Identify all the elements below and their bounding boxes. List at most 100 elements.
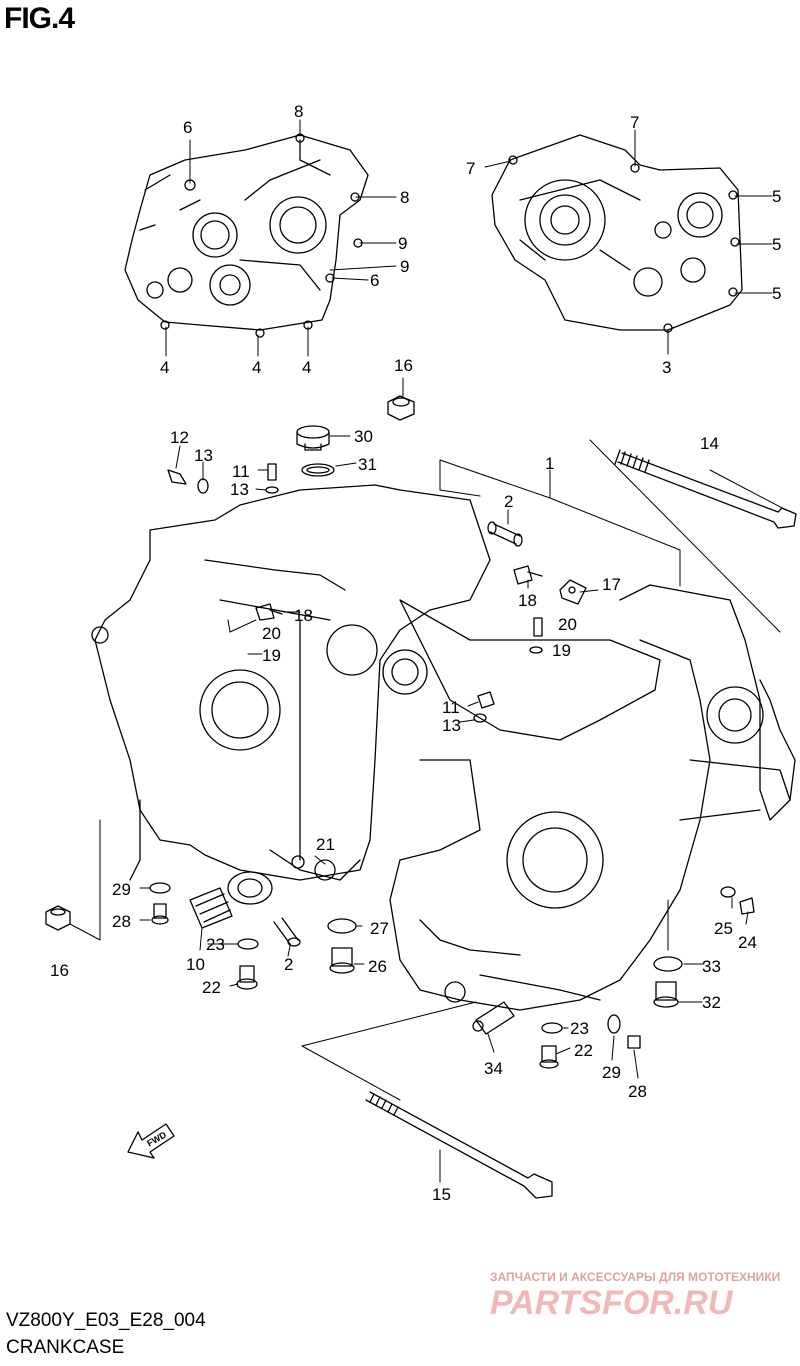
washer-25	[720, 886, 736, 898]
callout-4: 4	[160, 358, 169, 377]
callout-8: 8	[294, 102, 303, 121]
callout-1: 1	[545, 454, 554, 473]
callout-15: 15	[432, 1185, 451, 1204]
watermark-logo: PARTSFOR.RU	[490, 1284, 734, 1320]
callout-9: 9	[398, 234, 407, 253]
watermark-tagline: ЗАПЧАСТИ И АКСЕССУАРЫ ДЛЯ МОТОТЕХНИКИ	[490, 1270, 781, 1284]
callout-2: 2	[284, 955, 293, 974]
callout-34: 34	[484, 1059, 503, 1078]
callout-8: 8	[400, 188, 409, 207]
bolt-18-left	[255, 603, 283, 621]
callout-10: 10	[186, 955, 205, 974]
callout-22: 22	[202, 978, 221, 997]
bolt-28-right	[627, 1035, 641, 1049]
bolt-16-bottom	[45, 905, 71, 931]
screw-12	[167, 469, 187, 485]
bolt-28-left	[151, 903, 169, 925]
callout-6: 6	[183, 118, 192, 137]
bolt-22-left	[236, 965, 258, 990]
callout-30: 30	[354, 427, 373, 446]
callout-13: 13	[230, 480, 249, 499]
figure-label: FIG.4	[4, 2, 75, 35]
callout-4: 4	[252, 358, 261, 377]
callout-18: 18	[518, 591, 537, 610]
callout-18: 18	[294, 606, 313, 625]
washer-23-left	[237, 938, 259, 950]
sensor-34	[472, 1001, 515, 1035]
callout-labels: 6 8 8 9 9 6 4 4 4 7 7 5 5 5 3 16 30 31 1…	[50, 102, 781, 1204]
washer-13-top	[197, 478, 209, 494]
watermark-logo-text: PARTSFOR.RU	[490, 1284, 734, 1320]
long-bolt-15	[365, 1091, 553, 1199]
callout-13: 13	[442, 716, 461, 735]
crankcase-main-body	[91, 484, 796, 1011]
callout-5: 5	[772, 284, 781, 303]
model-code: VZ800Y_E03_E28_004	[6, 1310, 206, 1331]
callout-23: 23	[570, 1019, 589, 1038]
bolt-11-top	[267, 463, 277, 481]
callout-21: 21	[316, 835, 335, 854]
callout-7: 7	[630, 113, 639, 132]
callout-3: 3	[662, 358, 671, 377]
callout-19: 19	[262, 646, 281, 665]
callout-26: 26	[368, 957, 387, 976]
bolt-11-mid	[477, 691, 495, 709]
oil-filler-cap-30	[296, 425, 330, 451]
callout-27: 27	[370, 919, 389, 938]
washer-13-top2	[265, 486, 279, 494]
callout-11: 11	[442, 698, 460, 717]
drain-plug-10	[189, 887, 233, 929]
callout-17: 17	[602, 575, 621, 594]
callout-24: 24	[738, 933, 757, 952]
long-bolt-14	[614, 449, 797, 529]
dowel-pin-2-top	[487, 521, 523, 547]
callout-28: 28	[628, 1082, 647, 1101]
plug-32	[653, 981, 679, 1008]
callout-16: 16	[394, 356, 413, 375]
callout-14: 14	[700, 434, 719, 453]
oil-seal-small	[227, 871, 273, 905]
leader-lines	[69, 119, 787, 1183]
bracket-17	[559, 579, 587, 605]
callout-2: 2	[504, 492, 513, 511]
callout-7: 7	[466, 159, 475, 178]
callout-29: 29	[112, 880, 131, 899]
washer-29-right	[607, 1014, 621, 1034]
callout-28: 28	[112, 912, 131, 931]
callout-9: 9	[400, 257, 409, 276]
callout-23: 23	[206, 935, 225, 954]
gasket-27	[327, 918, 357, 934]
bolt-16-top	[387, 395, 415, 421]
callout-20: 20	[262, 624, 281, 643]
callout-11: 11	[232, 462, 250, 481]
callout-4: 4	[302, 358, 311, 377]
callout-31: 31	[358, 455, 377, 474]
bolt-18-right	[513, 565, 543, 585]
bolt-22-right	[539, 1045, 559, 1069]
section-name: CRANKCASE	[6, 1337, 125, 1358]
callout-25: 25	[714, 919, 733, 938]
callout-20: 20	[558, 615, 577, 634]
jet-20-right	[533, 617, 543, 637]
callout-6: 6	[370, 271, 379, 290]
plug-24	[739, 897, 755, 915]
callout-32: 32	[702, 993, 721, 1012]
dowel-pin-2-bottom	[273, 917, 301, 947]
callout-5: 5	[772, 187, 781, 206]
callout-13: 13	[194, 446, 213, 465]
callout-29: 29	[602, 1063, 621, 1082]
washer-29-left	[149, 882, 171, 894]
callout-5: 5	[772, 235, 781, 254]
callout-33: 33	[702, 957, 721, 976]
callout-19: 19	[552, 641, 571, 660]
plug-26	[329, 947, 355, 974]
right-case-half-inner-view	[491, 134, 743, 333]
o-ring-19-right	[529, 646, 543, 654]
washer-23-right	[541, 1022, 563, 1034]
callout-16: 16	[50, 961, 69, 980]
fwd-arrow-icon: FWD	[127, 1123, 175, 1159]
o-ring-31	[301, 463, 335, 477]
callout-22: 22	[574, 1041, 593, 1060]
